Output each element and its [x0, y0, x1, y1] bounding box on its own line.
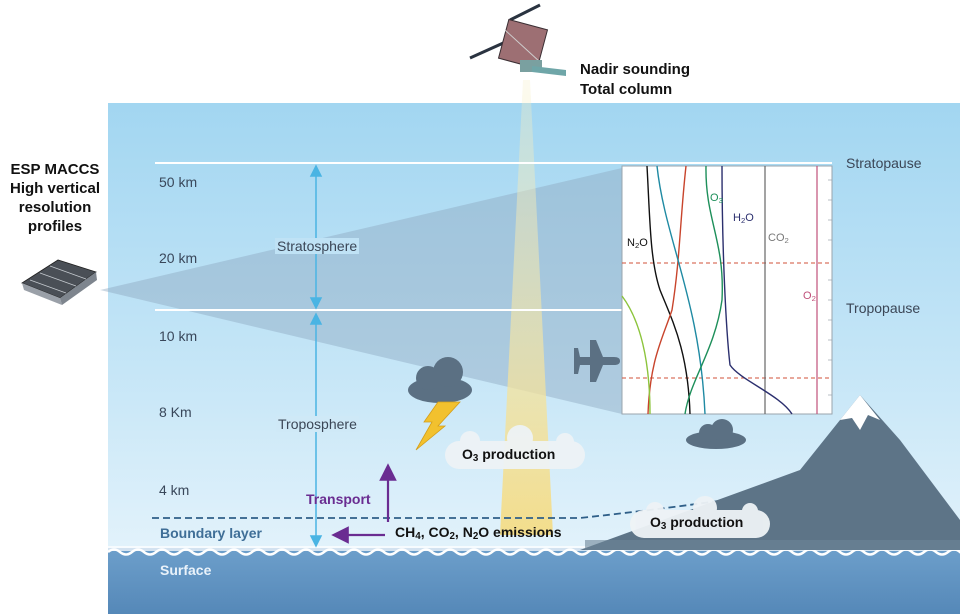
- o3-sub: 3: [472, 453, 479, 464]
- co2-s: 2: [784, 236, 789, 245]
- troposphere-label: Troposphere: [276, 416, 359, 432]
- cubesat-icon: [21, 259, 97, 305]
- h2o-b: O: [745, 212, 754, 224]
- o3-letter-2: O: [650, 514, 661, 530]
- ocean-surface: [108, 548, 960, 614]
- o3-profile: [684, 165, 723, 415]
- stratosphere-arrow: [309, 164, 323, 310]
- o3-word: production: [478, 446, 556, 462]
- co2-profile-label: CO2: [768, 232, 789, 245]
- esp-maccs-line2: High vertical: [9, 180, 101, 197]
- o3-word-2: production: [666, 514, 744, 530]
- surface-label: Surface: [160, 562, 212, 578]
- h2o-profile: [721, 165, 793, 415]
- profile-panel: [621, 165, 833, 415]
- esp-maccs-line1: ESP MACCS: [10, 161, 100, 178]
- esp-maccs-label: ESP MACCS High vertical resolution profi…: [0, 160, 110, 236]
- o2-a: O: [803, 290, 812, 302]
- o3-s: 3: [718, 196, 723, 205]
- red-profile: [647, 165, 687, 415]
- n2o-a: N: [627, 237, 635, 249]
- n2o-text: , N: [454, 524, 473, 540]
- co2-sub: 2: [449, 531, 455, 542]
- o3-production-cloud-upper: [445, 425, 585, 469]
- o3-letter: O: [462, 446, 473, 462]
- o3-profile-label: O3: [710, 192, 723, 205]
- altitude-4km: 4 km: [159, 482, 190, 498]
- transport-label: Transport: [306, 491, 371, 507]
- co2-a: CO: [768, 232, 785, 244]
- o3-a: O: [710, 192, 719, 204]
- satellite-icon: [469, 3, 566, 76]
- n2o-profile: [646, 165, 691, 415]
- h2o-a: H: [733, 212, 741, 224]
- altitude-20km: 20 km: [159, 250, 198, 266]
- h2o-profile-label: H2O: [733, 212, 754, 225]
- boundary-layer-line: [152, 489, 791, 519]
- o3-sub-2: 3: [660, 521, 667, 532]
- ch4-text: CH: [395, 524, 416, 540]
- emissions-label: CH4, CO2, N2O emissions: [395, 524, 562, 542]
- altitude-10km: 10 km: [159, 328, 198, 344]
- h2o-s: 2: [740, 216, 746, 225]
- storm-cloud-icon: [408, 357, 472, 451]
- o3-production-lower-label: O3 production: [650, 514, 743, 532]
- n2o-sub: 2: [472, 531, 479, 542]
- o3-production-upper-label: O3 production: [462, 446, 555, 464]
- o3-production-cloud-lower: [630, 496, 770, 538]
- ch4-sub: 4: [415, 531, 421, 542]
- tropopause-label: Tropopause: [846, 300, 921, 316]
- altitude-50km: 50 km: [159, 174, 198, 190]
- altitude-8km: 8 Km: [159, 404, 192, 420]
- boundary-layer-label: Boundary layer: [160, 525, 262, 541]
- co2-text: , CO: [420, 524, 450, 540]
- stratosphere-label: Stratosphere: [275, 238, 360, 254]
- cloud-icon: [686, 419, 746, 449]
- nadir-sounding-label: Nadir sounding: [580, 61, 690, 78]
- airplane-icon: [574, 340, 620, 382]
- esp-maccs-line4: profiles: [27, 218, 83, 235]
- mountain: [580, 395, 960, 550]
- n2o-profile-label: N2O: [627, 237, 648, 250]
- n2o-b: O: [639, 237, 648, 249]
- total-column-label: Total column: [580, 81, 673, 98]
- teal-profile: [656, 165, 706, 415]
- emissions-word: O emissions: [478, 524, 562, 540]
- esp-maccs-line3: resolution: [18, 199, 92, 216]
- lightgreen-profile: [621, 295, 651, 415]
- n2o-s: 2: [634, 241, 640, 250]
- o2-profile-label: O2: [803, 290, 816, 303]
- stratopause-label: Stratopause: [846, 155, 922, 171]
- nadir-beam: [500, 80, 553, 535]
- limb-viewing-cone: [100, 168, 622, 414]
- o2-s: 2: [811, 294, 816, 303]
